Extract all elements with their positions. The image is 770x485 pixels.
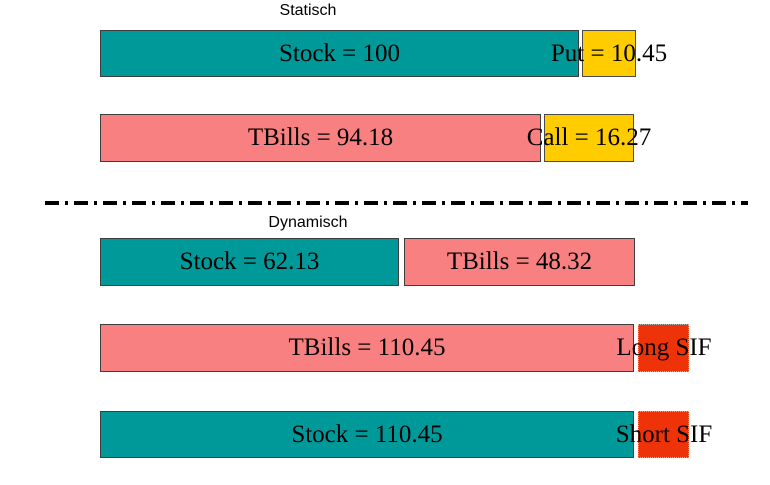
section-title-dynamisch: Dynamisch [268,214,348,231]
bar-label-call: Call = 16.27 [526,124,652,151]
bar-stock-110: Stock = 110.45 [100,411,634,458]
bar-short-sif [638,411,689,458]
bar-tbills-94: TBills = 94.18 [100,114,541,162]
bar-tbills-110: TBills = 110.45 [100,324,634,372]
bar-label-short-sif: Short SIF [615,420,713,448]
bar-long-sif [638,324,689,372]
bar-put [582,30,636,77]
bar-label-tbills-110: TBills = 110.45 [288,334,446,361]
bar-label-tbills-94: TBills = 94.18 [247,124,394,151]
bar-stock-62: Stock = 62.13 [100,238,399,286]
bar-label-put: Put = 10.45 [550,39,668,67]
section-title-statisch: Statisch [279,2,337,19]
bar-stock-100: Stock = 100 [100,30,579,77]
bar-call [544,114,634,162]
bar-label-long-sif: Long SIF [616,334,712,361]
bar-label-stock-62: Stock = 62.13 [179,248,320,275]
bar-tbills-48: TBills = 48.32 [404,238,635,286]
bar-label-tbills-48: TBills = 48.32 [446,248,593,275]
bar-label-stock-110: Stock = 110.45 [291,420,443,448]
bar-label-stock-100: Stock = 100 [278,39,401,67]
section-divider-line [45,201,748,205]
